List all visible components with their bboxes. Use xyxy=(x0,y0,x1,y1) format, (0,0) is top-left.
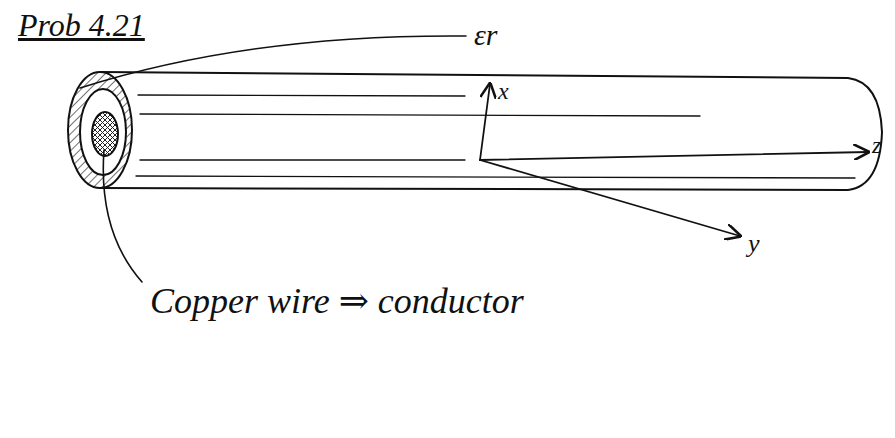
cable-outline xyxy=(100,72,882,190)
leader-line xyxy=(80,36,466,88)
copper-wire xyxy=(92,112,118,156)
problem-title: Prob 4.21 xyxy=(18,8,145,43)
leader-line xyxy=(103,150,142,282)
x-axis xyxy=(480,84,490,160)
y-axis xyxy=(480,160,740,236)
z-axis xyxy=(480,152,868,160)
outer-jacket xyxy=(68,72,132,188)
callout-label: Copper wire ⇒ conductor xyxy=(150,282,524,322)
permittivity-label: εr xyxy=(474,18,498,51)
axis-label: z xyxy=(872,132,881,158)
axis-label: y xyxy=(748,230,760,259)
axis-label: x xyxy=(498,78,509,104)
cable-shading xyxy=(136,95,855,178)
